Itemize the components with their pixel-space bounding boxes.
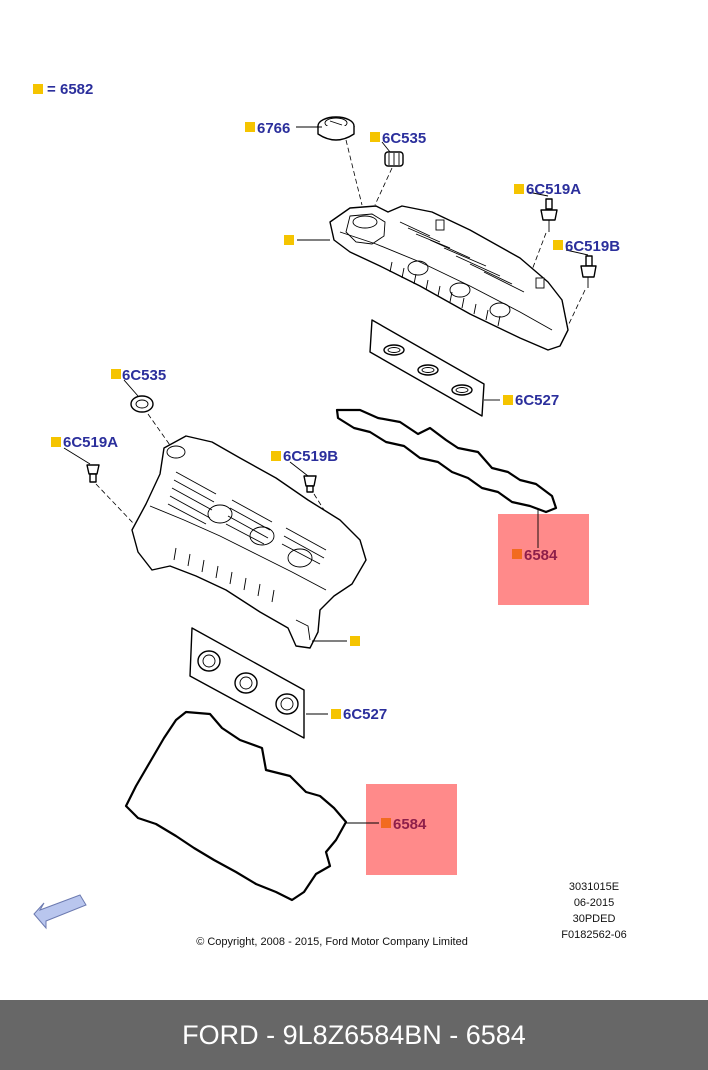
label-seal-upper: 6C535 [382,130,426,147]
plug-seals-upper[interactable] [369,319,485,417]
label-cap: 6766 [257,120,290,137]
exploded-parts-diagram: = 6582 [33,81,627,948]
marker-sensor-b-lower [271,451,281,461]
gasket-lower[interactable] [124,710,348,902]
highlight-box-lower[interactable] [366,784,457,875]
marker-gasket-lower [381,818,391,828]
marker-sensor-a-upper [514,184,524,194]
legend-part-number: 6582 [60,81,93,98]
doc-info-line-4: F0182562-06 [561,929,626,941]
gasket-upper[interactable] [335,408,558,514]
legend-equals: = [47,81,56,98]
label-gasket-lower: 6584 [393,816,427,833]
marker-gasket-upper [512,549,522,559]
doc-info-line-2: 06-2015 [574,897,614,909]
sensor-a-lower[interactable] [86,464,100,483]
part-footer-bar: FORD - 9L8Z6584B N - 6584 [0,1000,708,1070]
legend: = 6582 [33,81,93,98]
label-sensor-a-upper: 6C519A [526,181,581,198]
marker-cover-upper [284,235,294,245]
marker-seal-upper [370,132,380,142]
sensor-b-upper[interactable] [580,255,597,288]
label-sensor-a-lower: 6C519A [63,434,118,451]
doc-info-line-3: 30PDED [573,913,616,925]
label-plug-seals-upper: 6C527 [515,392,559,409]
marker-cap [245,122,255,132]
marker-sensor-a-lower [51,437,61,447]
seal-upper[interactable] [384,151,404,167]
footer-catalog-ref: N - 6584 [422,1019,526,1050]
cover-ribs-upper [389,261,501,327]
label-seal-lower: 6C535 [122,367,166,384]
oil-filler-cap[interactable] [317,116,355,141]
footer-part-number: FORD - 9L8Z6584B [182,1019,423,1050]
marker-cover-lower [350,636,360,646]
marker-plug-seals-lower [331,709,341,719]
highlight-box-upper[interactable] [498,514,589,605]
sensor-a-upper[interactable] [540,198,558,232]
front-direction-arrow-icon [33,894,87,930]
valve-cover-lower[interactable] [131,435,367,649]
valve-cover-upper[interactable] [329,205,569,351]
label-sensor-b-lower: 6C519B [283,448,338,465]
marker-plug-seals-upper [503,395,513,405]
cover-fins-upper [399,221,525,293]
marker-sensor-b-upper [553,240,563,250]
marker-seal-lower [111,369,121,379]
seal-lower[interactable] [130,395,154,413]
plug-seals-lower[interactable] [189,627,305,739]
cover-fins-lower [167,471,327,565]
legend-marker [33,84,43,94]
label-sensor-b-upper: 6C519B [565,238,620,255]
document-info: 3031015E 06-2015 30PDED F0182562-06 [561,881,626,941]
sensor-b-lower[interactable] [303,475,317,493]
copyright-notice: © Copyright, 2008 - 2015, Ford Motor Com… [196,936,468,948]
doc-info-line-1: 3031015E [569,881,619,893]
label-plug-seals-lower: 6C527 [343,706,387,723]
label-gasket-upper: 6584 [524,547,558,564]
cover-ribs-lower [173,547,275,603]
